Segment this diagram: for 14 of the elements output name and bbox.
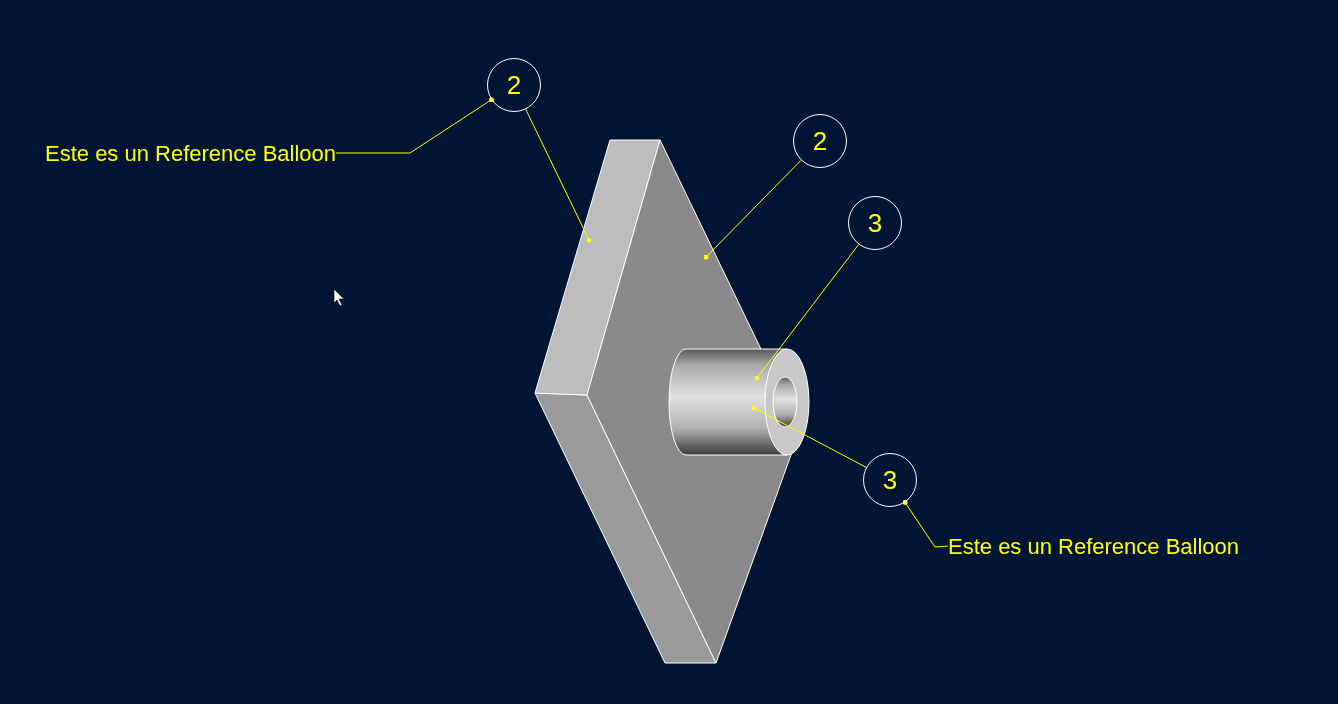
leader-line: [703, 159, 802, 260]
leader-line: [525, 108, 592, 243]
leader-line: [902, 499, 949, 548]
cylinder-drawing: [668, 348, 810, 456]
leader-line: [754, 244, 860, 381]
callout-number: 2: [812, 126, 828, 156]
note-text: Este es un Reference Balloon: [45, 141, 337, 167]
leader-line: [335, 97, 494, 154]
note-text: Este es un Reference Balloon: [948, 534, 1240, 560]
callout-number: 3: [882, 465, 898, 495]
callout-number: 2: [506, 70, 522, 100]
leader-line: [751, 405, 867, 468]
callout-number: 3: [867, 208, 883, 238]
plate-drawing: [534, 139, 810, 664]
